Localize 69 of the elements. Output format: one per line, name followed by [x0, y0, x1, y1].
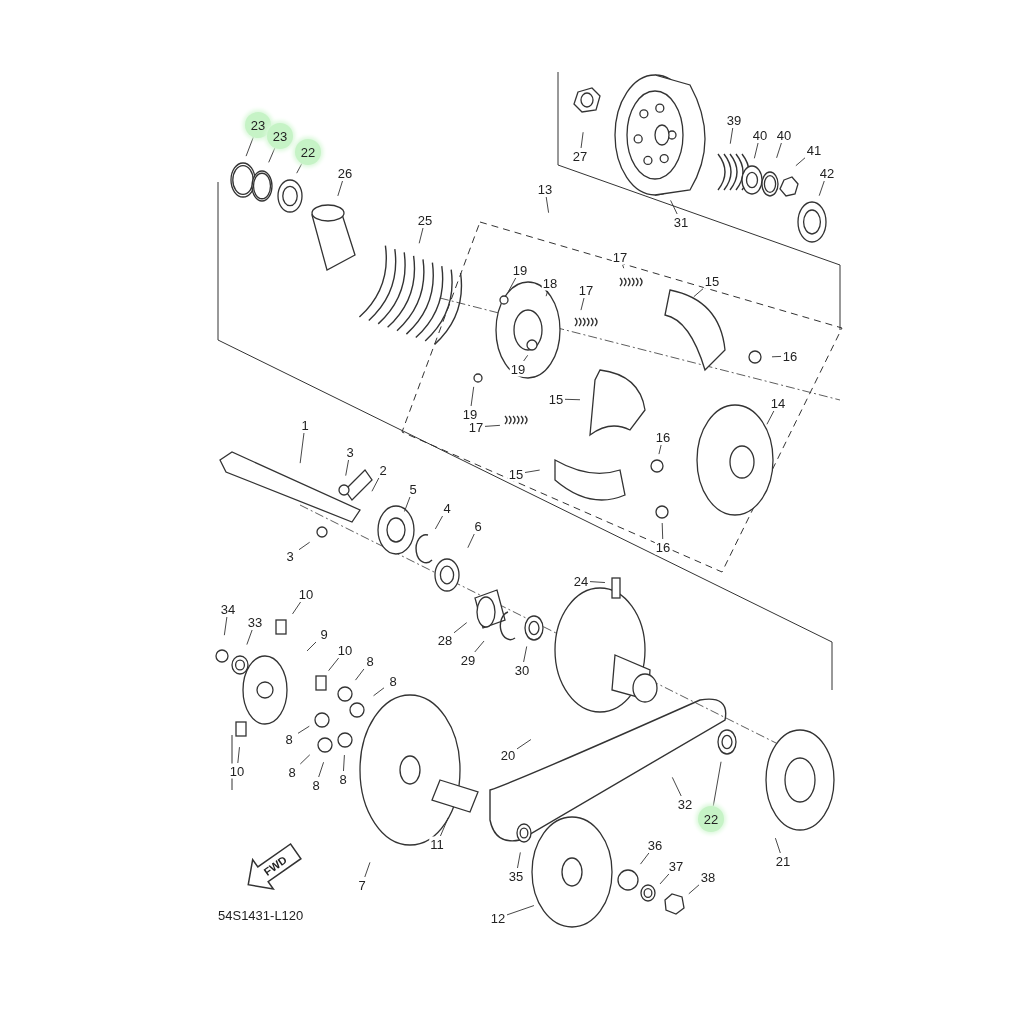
leader-line [440, 817, 449, 837]
leader-line [589, 581, 606, 583]
leader-line [467, 533, 475, 549]
leader-line [343, 754, 345, 772]
leader-line [670, 199, 678, 215]
leader-line [776, 142, 782, 159]
leader-line [818, 180, 825, 197]
leader-line [622, 264, 625, 269]
leader-line [268, 147, 276, 163]
leader-line [318, 761, 325, 778]
leader-line [292, 601, 302, 615]
leader-line [296, 163, 303, 174]
leader-line [474, 640, 485, 653]
leader-line [404, 496, 411, 512]
leader-line [506, 905, 535, 916]
leader-line [364, 861, 371, 878]
callout-number: 11 [429, 836, 445, 852]
leader-line [693, 288, 704, 298]
leader-line [712, 761, 722, 807]
callout-number: 16 [654, 539, 672, 555]
leader-line [545, 196, 550, 214]
leader-line [753, 142, 759, 159]
highlighted-callout-number: 22 [698, 806, 724, 832]
leader-line [484, 424, 501, 427]
leader-line [795, 157, 806, 167]
leader-line [345, 459, 349, 477]
leader-line [306, 641, 317, 652]
leader-line [688, 884, 700, 895]
leader-line [373, 687, 385, 697]
leader-line [434, 515, 443, 530]
leader-line [418, 227, 424, 244]
leader-line [523, 646, 528, 663]
leader-line [659, 873, 670, 885]
leader-line [299, 754, 311, 765]
leader-line [337, 180, 343, 197]
leader-line [223, 616, 228, 636]
leader-line [545, 290, 549, 297]
leader-line [516, 739, 532, 750]
highlighted-callout-number: 23 [245, 112, 271, 138]
leader-line [729, 127, 734, 145]
leader-line [371, 477, 380, 492]
leader-line [524, 469, 541, 473]
leader-line [766, 410, 775, 425]
leader-line [237, 746, 240, 764]
leader-line [508, 277, 517, 292]
leader-line [355, 668, 365, 681]
highlighted-callout-number: 23 [267, 123, 293, 149]
leader-line [774, 837, 781, 854]
leader-line [580, 297, 585, 311]
leader-line [517, 851, 521, 869]
leader-line [523, 354, 529, 362]
leader-line [245, 136, 254, 157]
leader-line [661, 522, 664, 540]
leader-line [470, 386, 475, 407]
leader-line [297, 725, 310, 734]
callout-number: 10 [228, 763, 246, 779]
leader-line [298, 541, 311, 551]
leader-line [299, 432, 305, 464]
leader-line [658, 444, 662, 455]
diagram-code: 54S1431-L120 [218, 908, 304, 923]
leader-line [453, 622, 468, 634]
leader-line [580, 131, 584, 149]
highlighted-callout-number: 22 [295, 139, 321, 165]
leader-line [246, 629, 253, 646]
leader-line [771, 355, 782, 358]
leader-line [564, 398, 581, 401]
leader-line [671, 776, 682, 797]
leader-line [328, 657, 340, 672]
leader-line [640, 852, 650, 865]
